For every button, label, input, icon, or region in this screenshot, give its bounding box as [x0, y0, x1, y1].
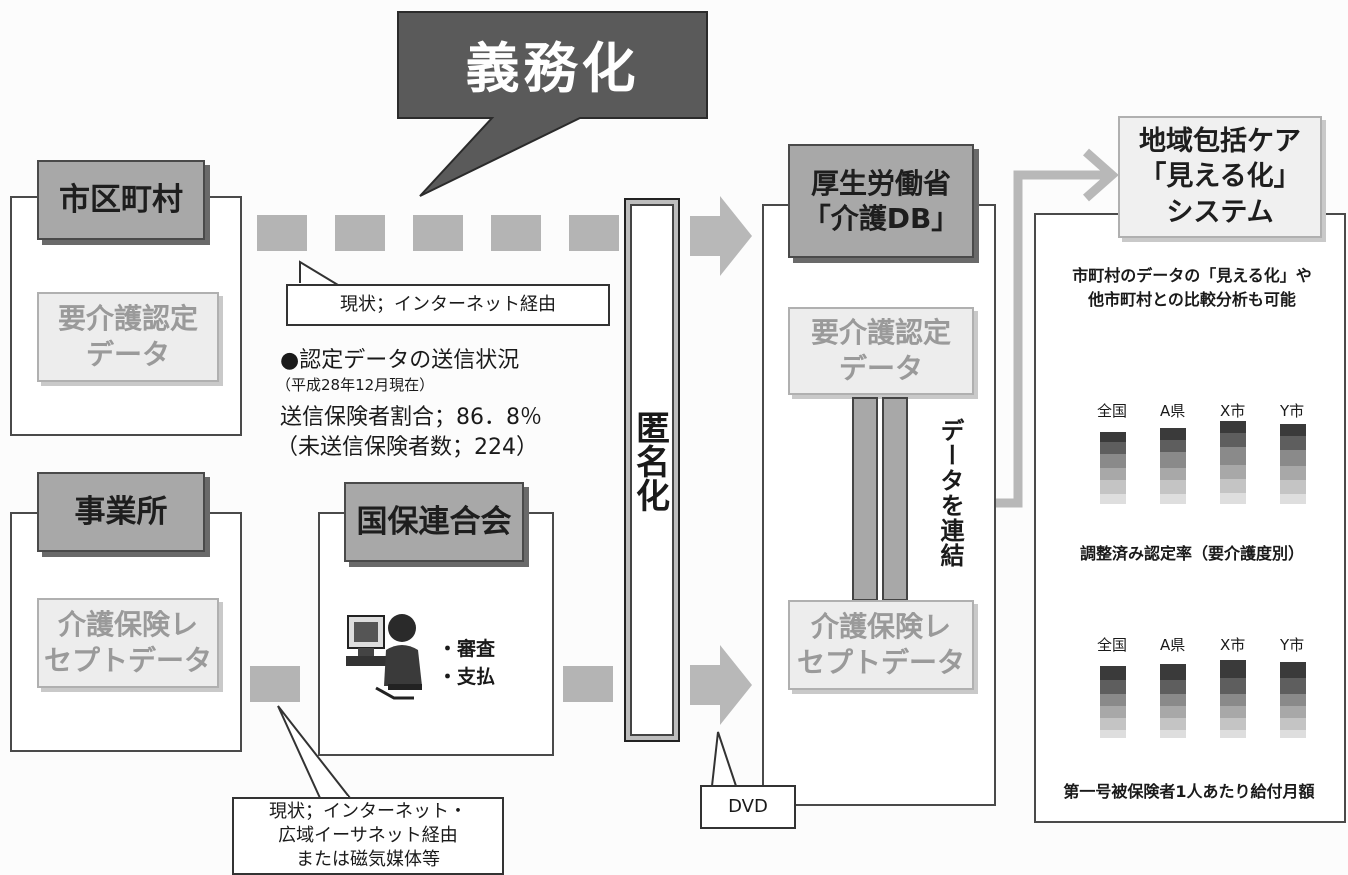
transfer-segment — [563, 666, 613, 702]
callout-line-3: または磁気媒体等 — [296, 849, 440, 871]
chart1-caption: 調整済み認定率（要介護度別） — [1079, 544, 1304, 563]
operator-at-computer-icon — [344, 606, 430, 700]
office-receipt-data-line-1: 介護保険レ — [57, 607, 198, 641]
callout-line-2: 広域イーサネット経由 — [278, 824, 458, 846]
chart2-category-label: Y市 — [1280, 636, 1305, 654]
mhlw-header: 厚生労働省 「介護DB」 — [788, 144, 974, 258]
chart2-bar — [1220, 660, 1246, 738]
chart1-bar — [1100, 432, 1126, 504]
mandate-banner-title: 義務化 — [465, 36, 640, 100]
kokuho-header: 国保連合会 — [344, 482, 524, 562]
link-bar-left — [852, 397, 878, 601]
chart1-bar — [1160, 428, 1186, 504]
mhlw-header-line-2: 「介護DB」 — [802, 202, 960, 235]
system-header-line-2: 「見える化」 — [1139, 161, 1301, 193]
anonymization-label: 匿名化 — [629, 410, 670, 512]
transfer-segment — [569, 215, 619, 251]
callout-line-1: 現状；インターネット・ — [269, 800, 467, 822]
dvd-callout: DVD — [700, 785, 796, 829]
status-title: ●認定データの送信状況 — [280, 348, 520, 373]
chart1-bar — [1220, 421, 1246, 504]
banner-shape — [397, 11, 708, 197]
system-description-line-1: 市町村のデータの「見える化」や — [1072, 266, 1312, 285]
chart2-bar — [1100, 666, 1126, 738]
chart2-bar — [1160, 664, 1186, 738]
chart2-bar — [1280, 662, 1306, 738]
transfer-segment — [257, 215, 307, 251]
office-header: 事業所 — [37, 472, 205, 552]
status-send-rate: 送信保険者割合；86．8％ — [280, 405, 542, 430]
arrow-to-mhlw-top — [690, 196, 752, 276]
kokuho-task-review: ・審査 — [438, 638, 496, 660]
status-date: （平成28年12月現在） — [276, 376, 435, 394]
mhlw-header-line-1: 厚生労働省 — [810, 167, 951, 200]
transfer-segment — [413, 215, 463, 251]
system-header: 地域包括ケア 「見える化」 システム — [1118, 116, 1322, 238]
municipality-cert-data-line-1: 要介護認定 — [57, 301, 198, 335]
system-header-line-1: 地域包括ケア — [1139, 126, 1301, 158]
municipality-cert-data-line-2: データ — [85, 338, 170, 371]
mhlw-receipt-data: 介護保険レ セプトデータ — [788, 600, 974, 690]
status-callout-transfer-methods: 現状；インターネット・ 広域イーサネット経由 または磁気媒体等 — [232, 797, 504, 875]
transfer-segment — [335, 215, 385, 251]
mhlw-receipt-data-line-1: 介護保険レ — [810, 609, 951, 643]
mhlw-cert-data-line-2: データ — [838, 352, 923, 385]
chart1-category-label: Y市 — [1280, 402, 1305, 420]
arrow-to-mhlw-bottom — [690, 645, 752, 725]
chart1-category-label: X市 — [1220, 402, 1246, 420]
transfer-segment — [250, 666, 300, 702]
status-unsent-count: （未送信保険者数；224） — [276, 435, 538, 460]
mhlw-receipt-data-line-2: セプトデータ — [796, 646, 965, 679]
link-bar-right — [882, 397, 908, 601]
transfer-segment — [491, 215, 541, 251]
system-header-line-3: システム — [1166, 196, 1274, 228]
chart2-category-label: X市 — [1220, 636, 1246, 654]
chart2-caption: 第一号被保険者1人あたり給付月額 — [1063, 782, 1315, 801]
system-description-line-2: 他市町村との比較分析も可能 — [1088, 290, 1296, 309]
status-callout-internet: 現状；インターネット経由 — [286, 284, 610, 326]
anonymization-bar — [624, 198, 680, 742]
mhlw-cert-data: 要介護認定 データ — [788, 307, 974, 395]
office-receipt-data-line-2: セプトデータ — [43, 644, 212, 677]
chart1-bar — [1280, 424, 1306, 504]
chart1-category-label: 全国 — [1097, 402, 1128, 420]
chart1-category-label: A県 — [1160, 402, 1186, 420]
kokuho-task-payment: ・支払 — [438, 666, 496, 688]
data-link-label: データを連結 — [936, 418, 964, 568]
mhlw-panel — [762, 204, 996, 806]
mhlw-cert-data-line-1: 要介護認定 — [810, 315, 951, 349]
chart2-category-label: 全国 — [1097, 636, 1128, 654]
office-receipt-data: 介護保険レ セプトデータ — [37, 598, 219, 688]
chart2-category-label: A県 — [1160, 636, 1186, 654]
system-description: 市町村のデータの「見える化」や 他市町村との比較分析も可能 — [1046, 264, 1338, 312]
municipality-header: 市区町村 — [37, 160, 205, 240]
municipality-cert-data: 要介護認定 データ — [37, 292, 219, 382]
